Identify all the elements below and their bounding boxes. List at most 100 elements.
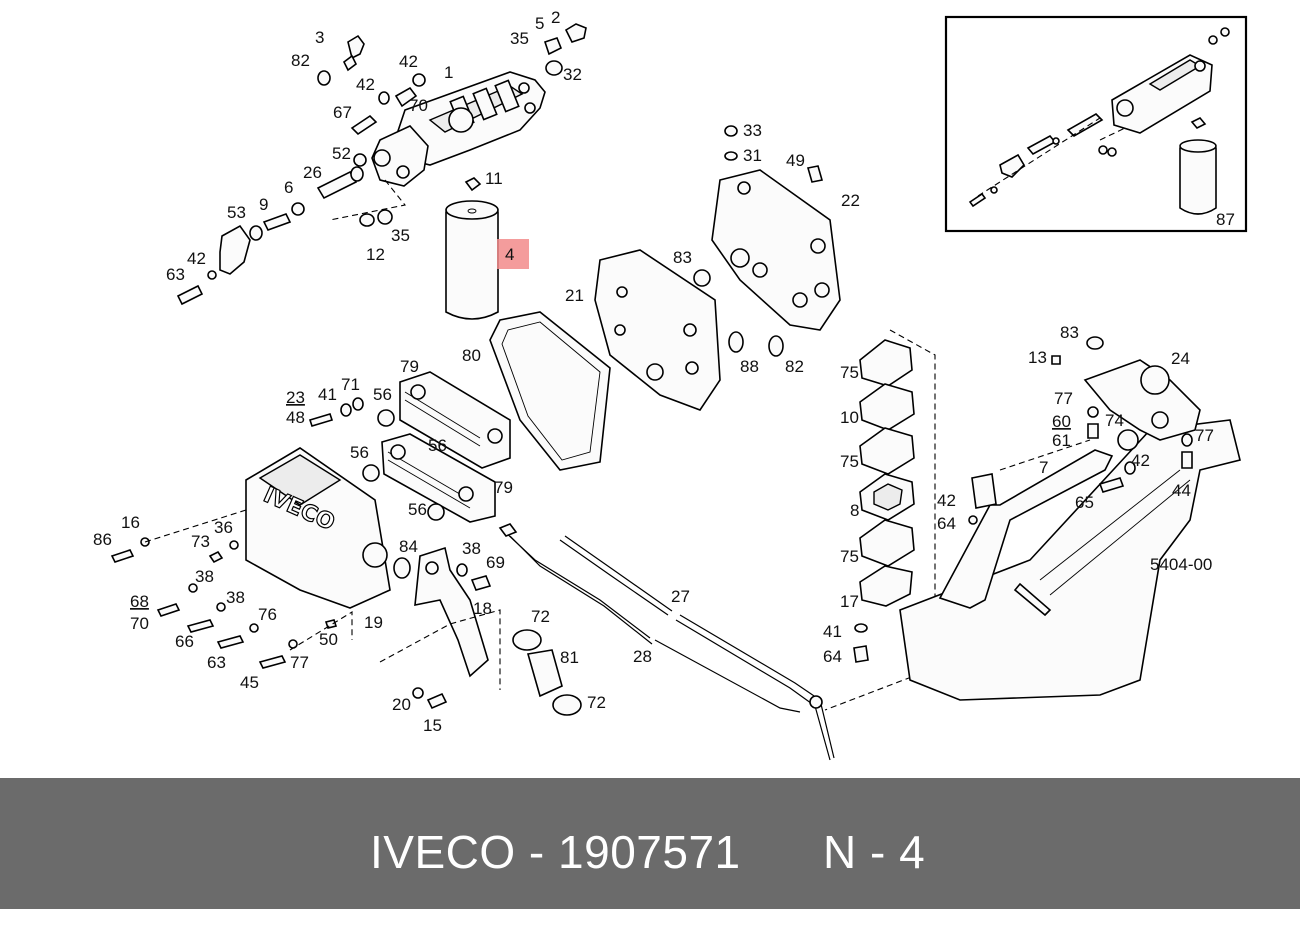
callout-56: 56 <box>350 443 369 462</box>
callout-33: 33 <box>743 121 762 140</box>
callout-7: 7 <box>1039 458 1048 477</box>
callout-42: 42 <box>399 52 418 71</box>
callout-20: 20 <box>392 695 411 714</box>
parts-diagram: 87 <box>93 8 1248 761</box>
callout-38: 38 <box>226 588 245 607</box>
oil-pipe-assembly <box>379 546 582 716</box>
callout-6: 6 <box>284 178 293 197</box>
callout-53: 53 <box>227 203 246 222</box>
callout-48: 48 <box>286 408 305 427</box>
footer-bar: IVECO - 1907571 N - 4 <box>0 778 1300 909</box>
callout-79: 79 <box>494 478 513 497</box>
callout-13: 13 <box>1028 348 1047 367</box>
inset-detail: 87 <box>944 15 1248 233</box>
callout-27: 27 <box>671 587 690 606</box>
callout-77: 77 <box>1054 389 1073 408</box>
callout-3: 3 <box>315 28 324 47</box>
callout-69: 69 <box>486 553 505 572</box>
callout-31: 31 <box>743 146 762 165</box>
callout-9: 9 <box>259 195 268 214</box>
callout-63: 63 <box>166 265 185 284</box>
callout-35: 35 <box>391 226 410 245</box>
callout-4: 4 <box>505 245 514 264</box>
callout-56: 56 <box>428 436 447 455</box>
callout-38: 38 <box>462 539 481 558</box>
callout-77: 77 <box>290 653 309 672</box>
part-reference: IVECO - 1907571 <box>370 826 741 878</box>
callout-49: 49 <box>786 151 805 170</box>
callout-75: 75 <box>840 452 859 471</box>
callout-79: 79 <box>400 357 419 376</box>
callout-42: 42 <box>1131 451 1150 470</box>
callout-24: 24 <box>1171 349 1190 368</box>
callout-22: 22 <box>841 191 860 210</box>
callout-23: 23 <box>286 388 305 407</box>
callout-10: 10 <box>840 408 859 427</box>
callout-36: 36 <box>214 518 233 537</box>
callout-21: 21 <box>565 286 584 305</box>
oil-sump <box>899 336 1241 701</box>
position-reference: N - 4 <box>823 826 926 878</box>
callout-68: 68 <box>130 592 149 611</box>
callout-50: 50 <box>319 630 338 649</box>
cooler-housing: IVECO <box>110 397 391 669</box>
dipstick-assembly <box>498 523 835 761</box>
callout-35: 35 <box>510 29 529 48</box>
callout-83: 83 <box>1060 323 1079 342</box>
filter-header-assembly <box>176 23 587 306</box>
callout-80: 80 <box>462 346 481 365</box>
callout-70: 70 <box>130 614 149 633</box>
callout-72: 72 <box>531 607 550 626</box>
callout-45: 45 <box>240 673 259 692</box>
callout-41: 41 <box>318 385 337 404</box>
callout-75: 75 <box>840 547 859 566</box>
callout-56: 56 <box>373 385 392 404</box>
callout-26: 26 <box>303 163 322 182</box>
callout-81: 81 <box>560 648 579 667</box>
callout-2: 2 <box>551 8 560 27</box>
callout-64: 64 <box>823 647 842 666</box>
callout-83: 83 <box>673 248 692 267</box>
group-code: 5404-00 <box>1150 555 1212 574</box>
cooler-cover-assembly <box>489 125 841 471</box>
callout-61: 61 <box>1052 431 1071 450</box>
callout-86: 86 <box>93 530 112 549</box>
callout-75: 75 <box>840 363 859 382</box>
callout-16: 16 <box>121 513 140 532</box>
callout-70: 70 <box>409 96 428 115</box>
callout-67: 67 <box>333 103 352 122</box>
callout-18: 18 <box>473 599 492 618</box>
callout-8: 8 <box>850 501 859 520</box>
callout-56: 56 <box>408 500 427 519</box>
callout-15: 15 <box>423 716 442 735</box>
callout-77: 77 <box>1195 426 1214 445</box>
callout-74: 74 <box>1105 411 1124 430</box>
callout-72: 72 <box>587 693 606 712</box>
callout-1: 1 <box>444 63 453 82</box>
callout-63: 63 <box>207 653 226 672</box>
callout-84: 84 <box>399 537 418 556</box>
callout-5: 5 <box>535 14 544 33</box>
callout-labels: 3 2 5 82 35 42 1 32 42 70 67 52 26 6 9 5… <box>93 8 1214 735</box>
pump-gasket-stack <box>824 329 936 711</box>
callout-42: 42 <box>356 75 375 94</box>
filter-cartridge <box>445 177 529 320</box>
callout-64: 64 <box>937 514 956 533</box>
callout-19: 19 <box>364 613 383 632</box>
callout-88: 88 <box>740 357 759 376</box>
callout-12: 12 <box>366 245 385 264</box>
callout-44: 44 <box>1172 481 1191 500</box>
callout-32: 32 <box>563 65 582 84</box>
callout-11: 11 <box>485 169 503 188</box>
callout-76: 76 <box>258 605 277 624</box>
callout-17: 17 <box>840 592 859 611</box>
callout-71: 71 <box>341 375 360 394</box>
callout-66: 66 <box>175 632 194 651</box>
callout-60: 60 <box>1052 412 1071 431</box>
callout-38: 38 <box>195 567 214 586</box>
callout-73: 73 <box>191 532 210 551</box>
highlight-4 <box>497 239 529 269</box>
callout-65: 65 <box>1075 493 1094 512</box>
callout-41: 41 <box>823 622 842 641</box>
oil-cooler-elements <box>362 371 511 579</box>
